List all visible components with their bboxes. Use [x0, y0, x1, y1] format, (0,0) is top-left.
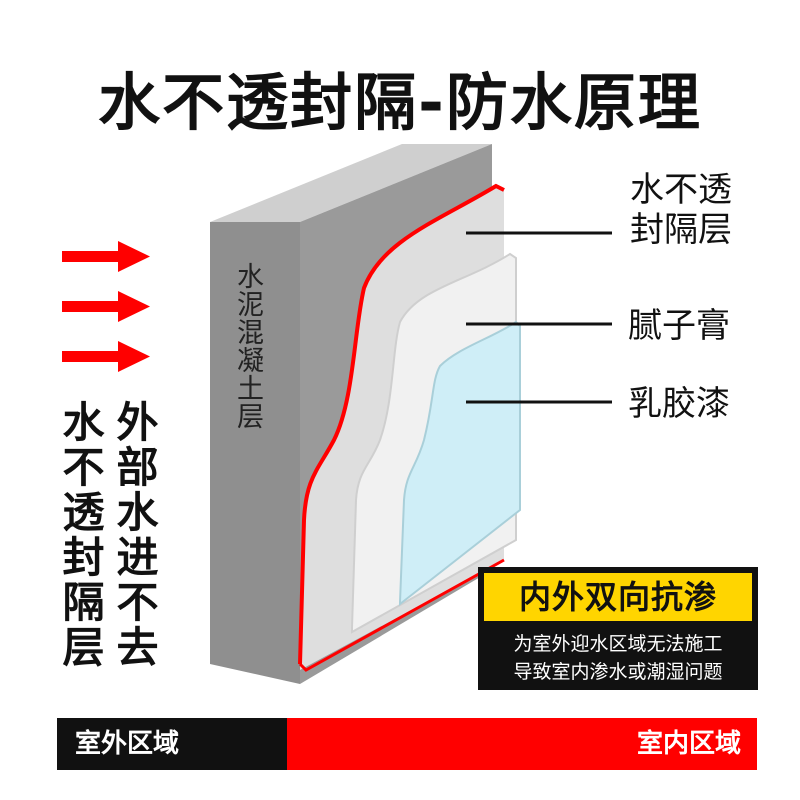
concrete-layer-label: 水泥混凝土层 [232, 262, 263, 430]
left-text-water-blocked: 外部水进不去 [110, 400, 159, 670]
paint-layer-label: 乳胶漆 [628, 384, 730, 424]
arrow-right-icon [62, 241, 150, 272]
page-title: 水不透封隔-防水原理 [98, 66, 702, 139]
info-box-line: 为室外迎水区域无法施工 [513, 633, 723, 655]
arrow-right-icon [62, 341, 150, 372]
arrow-right-icon [62, 291, 150, 322]
outdoor-zone-label: 室外区域 [57, 718, 287, 770]
left-text-membrane: 水不透封隔层 [56, 400, 105, 670]
indoor-zone-label: 室内区域 [287, 718, 757, 770]
membrane-layer-label: 水不透封隔层 [630, 170, 732, 250]
info-box: 内外双向抗渗 为室外迎水区域无法施工 导致室内渗水或潮湿问题 [478, 567, 758, 690]
paint-layer [399, 320, 521, 607]
putty-layer-label: 腻子膏 [628, 306, 730, 346]
info-box-heading: 内外双向抗渗 [484, 573, 752, 621]
info-box-line: 导致室内渗水或潮湿问题 [513, 661, 723, 683]
